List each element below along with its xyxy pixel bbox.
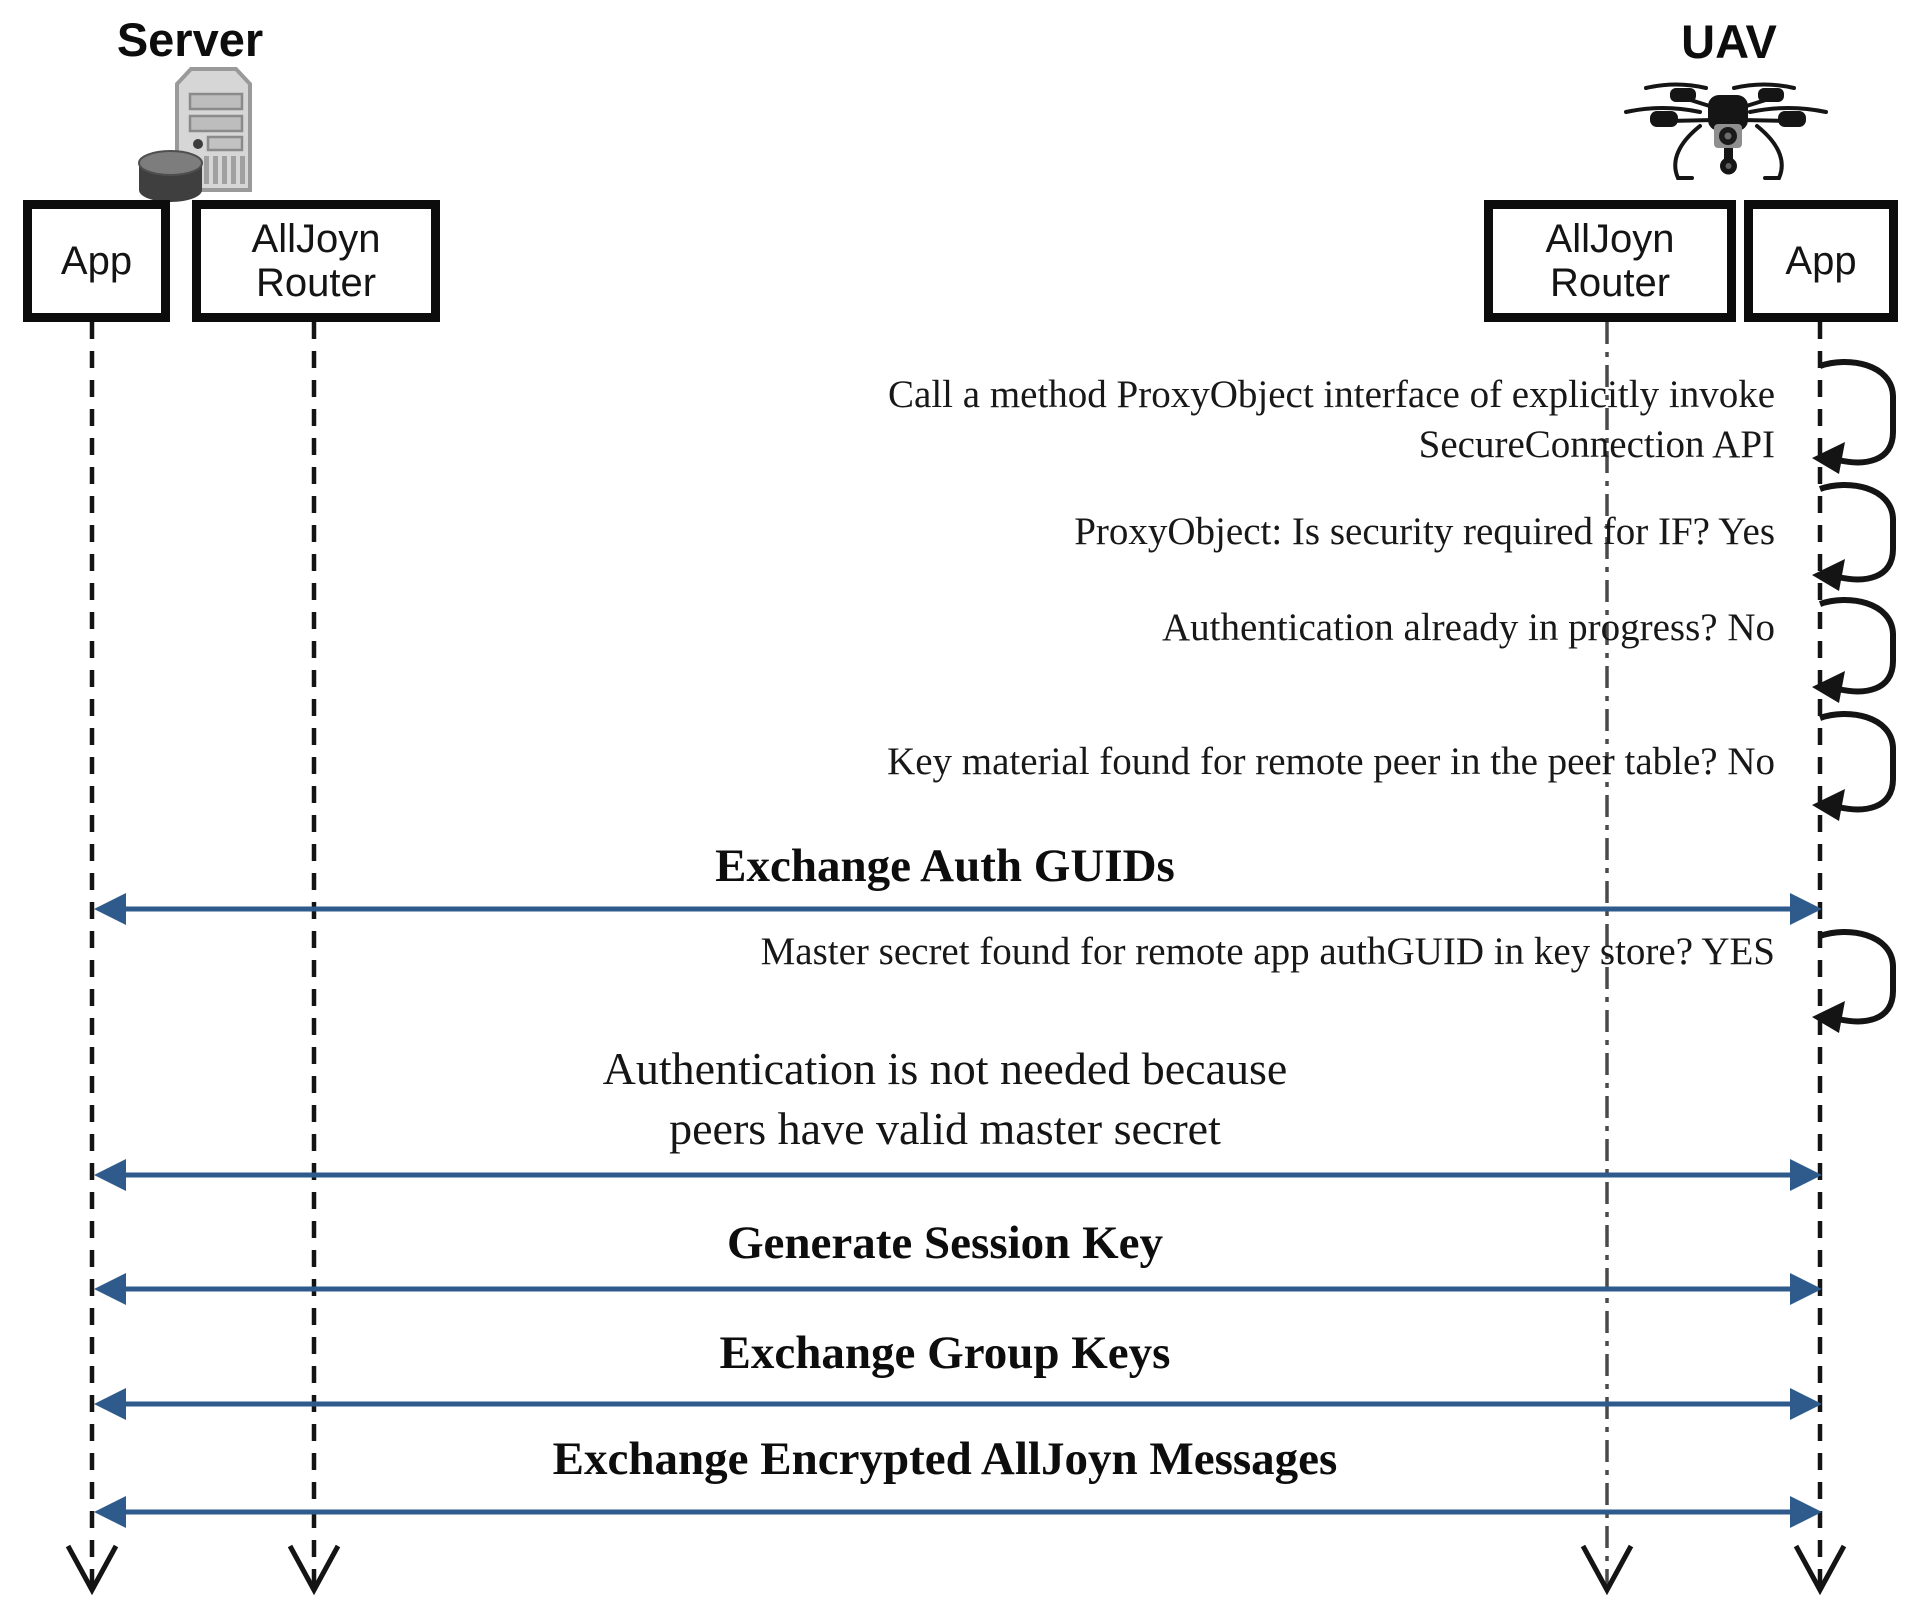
self-message-key-material: Key material found for remote peer in th…	[887, 740, 1775, 783]
self-loop-arrow-4	[1812, 710, 1896, 821]
exchange-arrow-session-key	[94, 1273, 1822, 1305]
self-message-master-secret: Master secret found for remote app authG…	[760, 930, 1775, 973]
exchange-arrow-encrypted-messages	[94, 1496, 1822, 1528]
uav-header-label: UAV	[1681, 15, 1777, 68]
server-tower-with-disk-icon	[138, 67, 252, 202]
participant-box-uav-app: App	[1744, 200, 1898, 322]
exchange-arrow-no-auth-needed	[94, 1159, 1822, 1191]
self-loop-arrow-3	[1812, 596, 1896, 703]
self-message-secure-connection: Call a method ProxyObject interface of e…	[888, 373, 1775, 466]
participant-box-server-alljoyn-router: AllJoyn Router	[192, 200, 440, 322]
exchange-title-encrypted-messages: Exchange Encrypted AllJoyn Messages	[552, 1433, 1338, 1485]
lifeline-end-arrow-icon	[65, 1544, 119, 1596]
exchange-title-auth-guids: Exchange Auth GUIDs	[715, 840, 1175, 892]
server-header-label: Server	[116, 13, 264, 66]
exchange-title-group-keys: Exchange Group Keys	[719, 1327, 1171, 1379]
self-message-security-required: ProxyObject: Is security required for IF…	[1074, 510, 1775, 553]
quadcopter-drone-icon	[1624, 82, 1828, 180]
exchange-arrow-auth-guids	[94, 893, 1822, 925]
lifeline-end-arrow-icon	[1793, 1544, 1847, 1596]
self-message-auth-in-progress: Authentication already in progress? No	[1162, 606, 1775, 649]
self-loop-arrow-5	[1812, 928, 1896, 1033]
participant-box-uav-alljoyn-router: AllJoyn Router	[1484, 200, 1736, 322]
participant-box-server-app: App	[23, 200, 170, 322]
exchange-title-session-key: Generate Session Key	[727, 1217, 1163, 1269]
exchange-arrow-group-keys	[94, 1388, 1822, 1420]
lifeline-end-arrow-icon	[287, 1544, 341, 1596]
self-loop-arrow-2	[1812, 481, 1896, 591]
lifeline-end-arrow-icon	[1580, 1544, 1634, 1596]
note-auth-not-needed: Authentication is not needed because pee…	[602, 1043, 1288, 1154]
self-loop-arrow-1	[1812, 358, 1896, 474]
